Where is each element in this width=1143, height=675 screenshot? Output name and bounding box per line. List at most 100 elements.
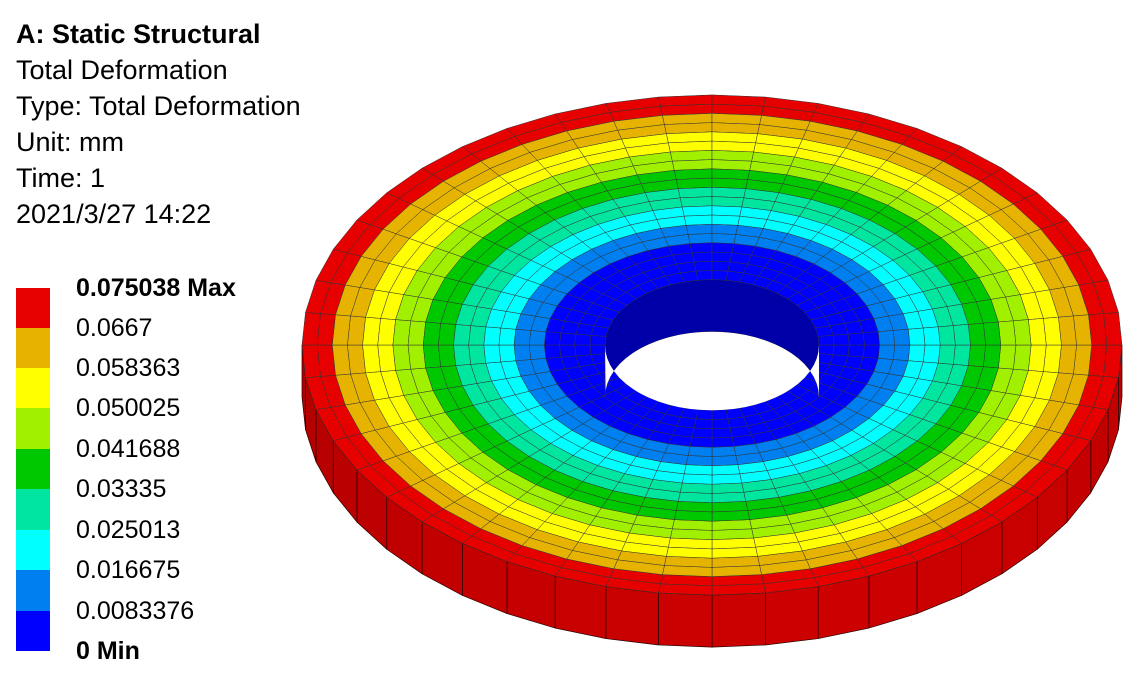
mesh-element — [513, 344, 532, 362]
disc-hole — [604, 279, 820, 411]
legend-swatch-5 — [16, 449, 50, 489]
legend-swatch-7 — [16, 368, 50, 408]
mesh-element — [483, 326, 502, 346]
mesh-element — [711, 168, 751, 180]
analysis-system-title: A: Static Structural — [16, 19, 261, 49]
mesh-element — [468, 344, 487, 365]
mesh-element — [407, 320, 426, 346]
mesh-element — [711, 205, 743, 217]
mesh-element — [691, 251, 713, 263]
mesh-element — [677, 491, 713, 503]
result-unit: Unit: mm — [16, 127, 124, 157]
legend-level-label: 0.025013 — [76, 516, 181, 544]
mesh-element — [832, 333, 850, 346]
disc-outer-side — [301, 344, 1123, 648]
mesh-element — [711, 270, 729, 281]
mesh-element — [407, 344, 426, 370]
mesh-element — [677, 187, 713, 199]
mesh-element — [687, 446, 713, 457]
mesh-element — [862, 331, 880, 346]
mesh-element — [589, 344, 607, 355]
mesh-element — [832, 344, 850, 357]
legend-level-label: 0.03335 — [76, 475, 167, 503]
mesh-element — [670, 528, 713, 540]
mesh-element — [711, 519, 752, 531]
mesh-element — [1043, 344, 1062, 374]
mesh-element — [681, 473, 713, 485]
hole-opening — [605, 331, 819, 411]
mesh-element — [513, 328, 532, 346]
mesh-element — [765, 586, 819, 646]
mesh-element — [681, 205, 713, 217]
mesh-element — [438, 322, 456, 346]
mesh-element — [695, 270, 713, 281]
mesh-element — [498, 344, 517, 363]
mesh-element — [711, 177, 749, 189]
result-time: Time: 1 — [16, 163, 106, 193]
legend-level-label: 0.058363 — [76, 354, 181, 382]
mesh-element — [711, 242, 735, 254]
legend-swatch-9 — [16, 288, 50, 328]
result-date: 2021/3/27 14:22 — [16, 199, 212, 229]
mesh-element — [672, 519, 713, 531]
mesh-element — [362, 316, 381, 346]
mesh-element — [711, 260, 731, 272]
mesh-element — [673, 168, 713, 180]
mesh-element — [1013, 344, 1032, 371]
legend-level-label: 0.050025 — [76, 394, 181, 422]
mesh-element — [711, 196, 745, 208]
legend-swatch-2 — [16, 570, 50, 611]
legend-min-label: 0 Min — [76, 637, 140, 665]
mesh-element — [711, 510, 751, 522]
mesh-element — [711, 224, 739, 235]
mesh-element — [483, 344, 502, 364]
mesh-element — [605, 586, 659, 646]
mesh-element — [711, 446, 737, 457]
mesh-element — [877, 330, 896, 346]
mesh-element — [693, 418, 713, 430]
mesh-element — [685, 455, 713, 466]
mesh-element — [711, 187, 747, 199]
mesh-element — [672, 159, 713, 171]
mesh-element — [968, 344, 986, 368]
mesh-element — [711, 159, 752, 171]
mesh-element — [687, 233, 713, 244]
mesh-element — [559, 344, 577, 358]
mesh-element — [711, 528, 754, 540]
mesh-element — [679, 196, 713, 208]
mesh-element — [498, 327, 517, 346]
mesh-element — [528, 344, 547, 360]
mesh-element — [817, 344, 835, 355]
mesh-element — [685, 224, 713, 235]
mesh-element — [1028, 344, 1047, 372]
legend-swatch-8 — [16, 328, 50, 368]
mesh-element — [711, 436, 735, 448]
mesh-element — [847, 344, 865, 358]
mesh-element — [711, 464, 741, 476]
mesh-element — [453, 324, 472, 346]
mesh-element — [377, 318, 396, 346]
mesh-element — [675, 501, 713, 513]
mesh-element — [693, 260, 713, 272]
mesh-element — [438, 344, 456, 368]
mesh-element — [937, 325, 956, 346]
mesh-element — [711, 418, 731, 430]
result-type: Type: Total Deformation — [16, 91, 301, 121]
mesh-element — [983, 344, 1002, 369]
mesh-element — [892, 344, 911, 362]
mesh-element — [922, 326, 941, 346]
legend-swatch-1 — [16, 611, 50, 651]
mesh-element — [952, 324, 971, 346]
mesh-element — [847, 332, 865, 346]
mesh-element — [392, 319, 411, 346]
mesh-element — [711, 501, 749, 513]
mesh-element — [574, 344, 592, 357]
legend-level-label: 0.0083376 — [76, 597, 195, 625]
mesh-element — [673, 510, 713, 522]
legend-level-label: 0.0667 — [76, 314, 153, 342]
mesh-element — [683, 464, 713, 476]
mesh-element — [711, 491, 747, 503]
mesh-element — [1028, 318, 1047, 346]
mesh-element — [1013, 319, 1032, 346]
